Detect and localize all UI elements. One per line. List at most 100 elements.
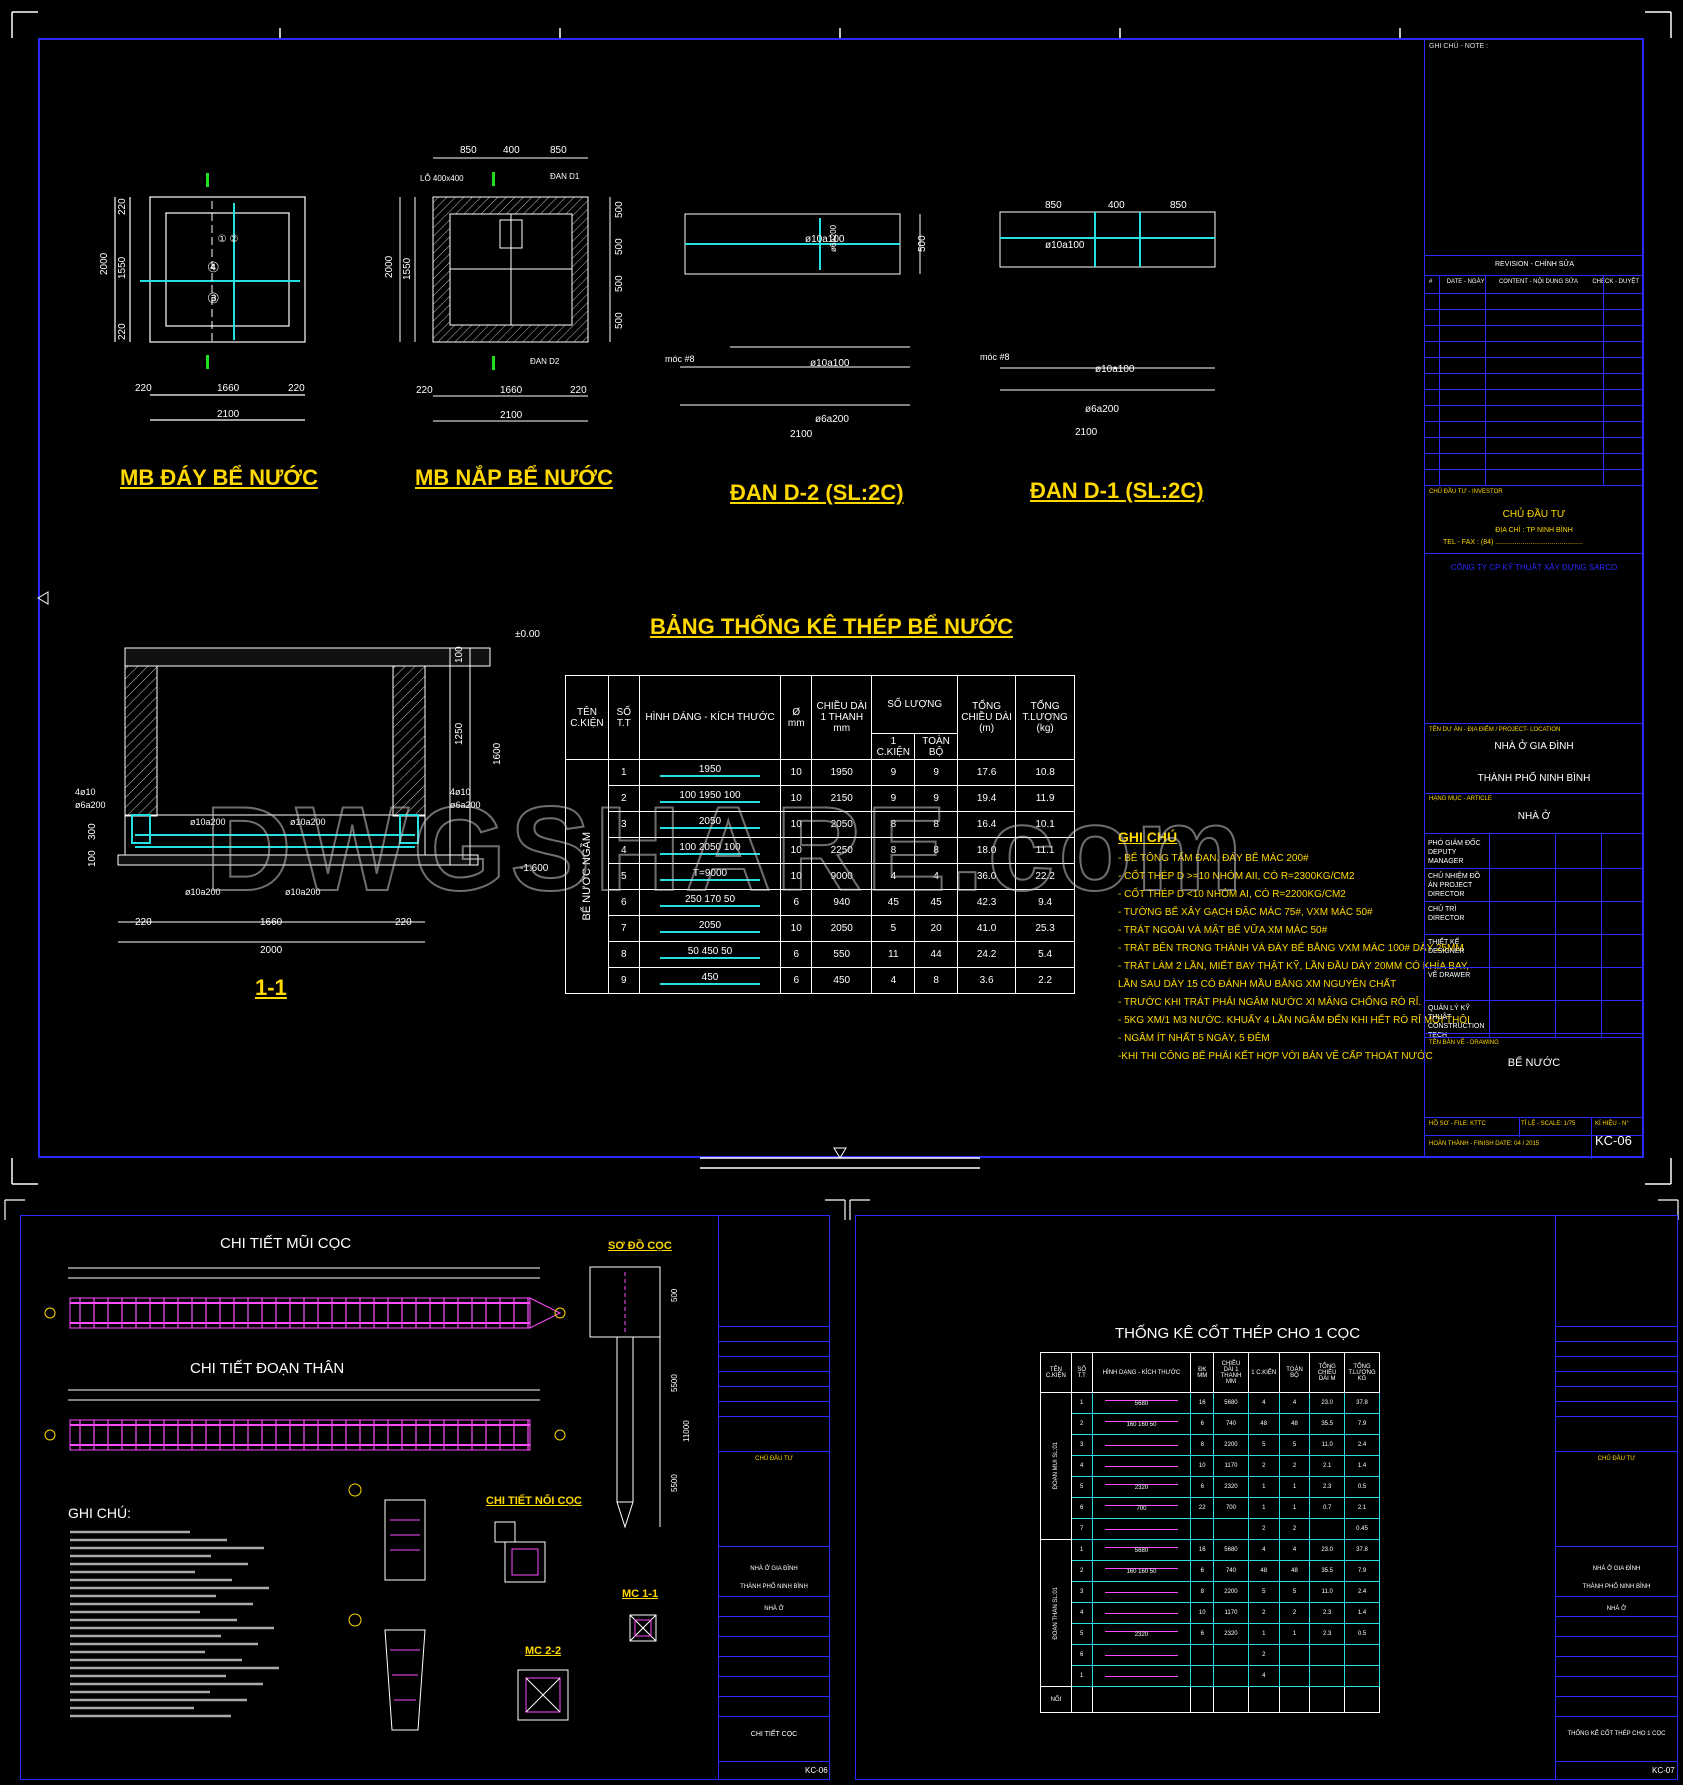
svg-text:2100: 2100: [790, 429, 813, 440]
pile-notes-lines: [70, 1530, 279, 1718]
svg-text:ø6a200: ø6a200: [815, 414, 849, 425]
pile-table-cell: 740: [1213, 1560, 1249, 1582]
svg-text:2000: 2000: [260, 945, 283, 956]
pile-table-cell: 7.9: [1344, 1560, 1380, 1582]
steel-table-cell: 19.4: [956, 785, 1017, 812]
steel-table-cell: 44: [914, 941, 958, 968]
steel-table-cell: 4: [871, 967, 916, 994]
svg-text:ø10a100: ø10a100: [1045, 240, 1085, 251]
pile-table-group: ĐOẠN MŨI SL:01: [1040, 1392, 1072, 1540]
border-ticks: [11, 11, 1672, 1185]
svg-text:ø10a100: ø10a100: [805, 234, 845, 245]
svg-text:500: 500: [614, 201, 625, 218]
pile-table-cell: [1309, 1518, 1346, 1540]
pile-table-cell: 2: [1278, 1518, 1311, 1540]
steel-table-cell: 11.1: [1015, 837, 1075, 864]
pile-table-cell: 23.0: [1309, 1539, 1346, 1561]
slab-d2-title: ĐAN D-2 (SL:2C): [730, 480, 904, 505]
svg-text:220: 220: [288, 383, 305, 394]
svg-text:220: 220: [135, 917, 152, 928]
svg-text:④: ④: [207, 259, 220, 275]
pile-table-cell: 1: [1070, 1392, 1093, 1414]
steel-table-cell: 2.2: [1015, 967, 1075, 994]
svg-text:5500: 5500: [670, 1374, 679, 1392]
svg-text:500: 500: [917, 235, 928, 252]
pile-table-cell: 2: [1070, 1413, 1093, 1435]
mc11-title: MC 1-1: [622, 1588, 659, 1600]
svg-text:LỖ 400x400: LỖ 400x400: [420, 174, 464, 183]
pile-table-cell: 4: [1247, 1539, 1280, 1561]
pile-table-cell: 1.4: [1344, 1602, 1380, 1624]
pile-table-cell: 1: [1247, 1623, 1280, 1645]
pile-table-cell: 5: [1070, 1476, 1093, 1498]
pile-table-cell: [1190, 1665, 1215, 1687]
pile-table-cell: 6: [1190, 1476, 1215, 1498]
svg-text:400: 400: [503, 145, 520, 156]
pile-titleblock: CHỦ ĐẦU TƯ NHÀ Ở GIA ĐÌNH THÀNH PHỐ NINH…: [718, 1215, 830, 1780]
plan-bottom-title: MB ĐÁY BỂ NƯỚC: [120, 465, 318, 490]
pile-table-cell: [1190, 1518, 1215, 1540]
pile-table-cell: [1247, 1686, 1280, 1713]
pile-table-cell: [1278, 1665, 1311, 1687]
pile-table-cell: 11.0: [1309, 1581, 1346, 1603]
steel-table-cell: 3: [607, 811, 640, 838]
pile-table-cell: 2.3: [1309, 1476, 1346, 1498]
steel-table-cell: 2: [607, 785, 640, 812]
pile-joint-title: CHI TIẾT NỐI CỌC: [486, 1495, 582, 1507]
steel-table-cell: 7: [607, 915, 640, 942]
pile-table-cell: 2: [1247, 1602, 1280, 1624]
pile-table-cell: 48: [1278, 1413, 1311, 1435]
svg-text:ĐAN D2: ĐAN D2: [530, 357, 560, 366]
pile-table-cell: 3: [1070, 1581, 1093, 1603]
pile-table-cell: [1278, 1686, 1311, 1713]
pile-body-title: CHI TIẾT ĐOẠN THÂN: [190, 1360, 345, 1377]
steel-table-cell: 18.0: [956, 837, 1017, 864]
steel-table-group: BỂ NƯỚC NGẦM: [565, 759, 609, 994]
note-item: - TRÁT BÊN TRONG THÀNH VÀ ĐÁY BỂ BẰNG VX…: [1118, 943, 1464, 954]
svg-text:220: 220: [135, 383, 152, 394]
pile-table-group: NỐI: [1040, 1686, 1072, 1713]
pile-table-cell: 700: [1091, 1497, 1192, 1519]
steel-table-cell: 10: [780, 837, 813, 864]
svg-text:100: 100: [454, 646, 465, 663]
steel-table-cell: 10: [780, 915, 813, 942]
note-item: - TRÁT LÀM 2 LẦN, MIẾT BAY THẬT KỸ, LẦN …: [1118, 961, 1470, 972]
pile-table-cell: 16: [1190, 1539, 1215, 1561]
pile-table-cell: [1344, 1665, 1380, 1687]
steel-table-cell: 2050: [811, 915, 873, 942]
svg-text:11000: 11000: [682, 1420, 691, 1442]
svg-text:ø10a100: ø10a100: [810, 358, 850, 369]
steel-table-cell: 41.0: [956, 915, 1017, 942]
svg-text:500: 500: [614, 238, 625, 255]
pile-table-cell: 1170: [1213, 1602, 1249, 1624]
pile-table-cell: [1091, 1602, 1192, 1624]
svg-text:850: 850: [550, 145, 567, 156]
steel-table-cell: 4: [914, 863, 958, 890]
bottom-sheet-ticks: [4, 1199, 1679, 1220]
mc11-drawing: [629, 1614, 657, 1642]
notes-block: GHI CHÚ - BỂ TÔNG TẤM ĐAN, ĐÁY BỂ MÁC 20…: [1118, 828, 1470, 1066]
pile-detail-drawings: [348, 1483, 426, 1731]
steel-table-cell: 450: [811, 967, 873, 994]
note-item: - NGÂM ÍT NHẤT 5 NGÀY, 5 ĐÊM: [1118, 1033, 1270, 1044]
pile-table-cell: 1: [1278, 1623, 1311, 1645]
titleblock-role: CHỦ TRÌ DIRECTOR: [1428, 906, 1465, 922]
pile-table-cell: 5: [1247, 1581, 1280, 1603]
pile-table-cell: 1: [1247, 1497, 1280, 1519]
pile-table-cell: [1091, 1518, 1192, 1540]
steel-table-cell: 36.0: [956, 863, 1017, 890]
pile-table-cell: 2.3: [1309, 1602, 1346, 1624]
pile-table-cell: 2: [1278, 1455, 1311, 1477]
titleblock-role: QUẢN LÝ KỸ THUẬT CONSTRUCTION TECH: [1428, 1005, 1485, 1039]
pile-table-title: THỐNG KÊ CỐT THÉP CHO 1 CỌC: [1115, 1325, 1361, 1342]
pile-table-cell: 0.5: [1344, 1623, 1380, 1645]
pile-table-cell: 4: [1247, 1392, 1280, 1414]
pile-table-cell: 2320: [1213, 1623, 1249, 1645]
main-titleblock: GHI CHÚ - NOTE : REVISION - CHỈNH SỬA #D…: [1424, 38, 1644, 1159]
